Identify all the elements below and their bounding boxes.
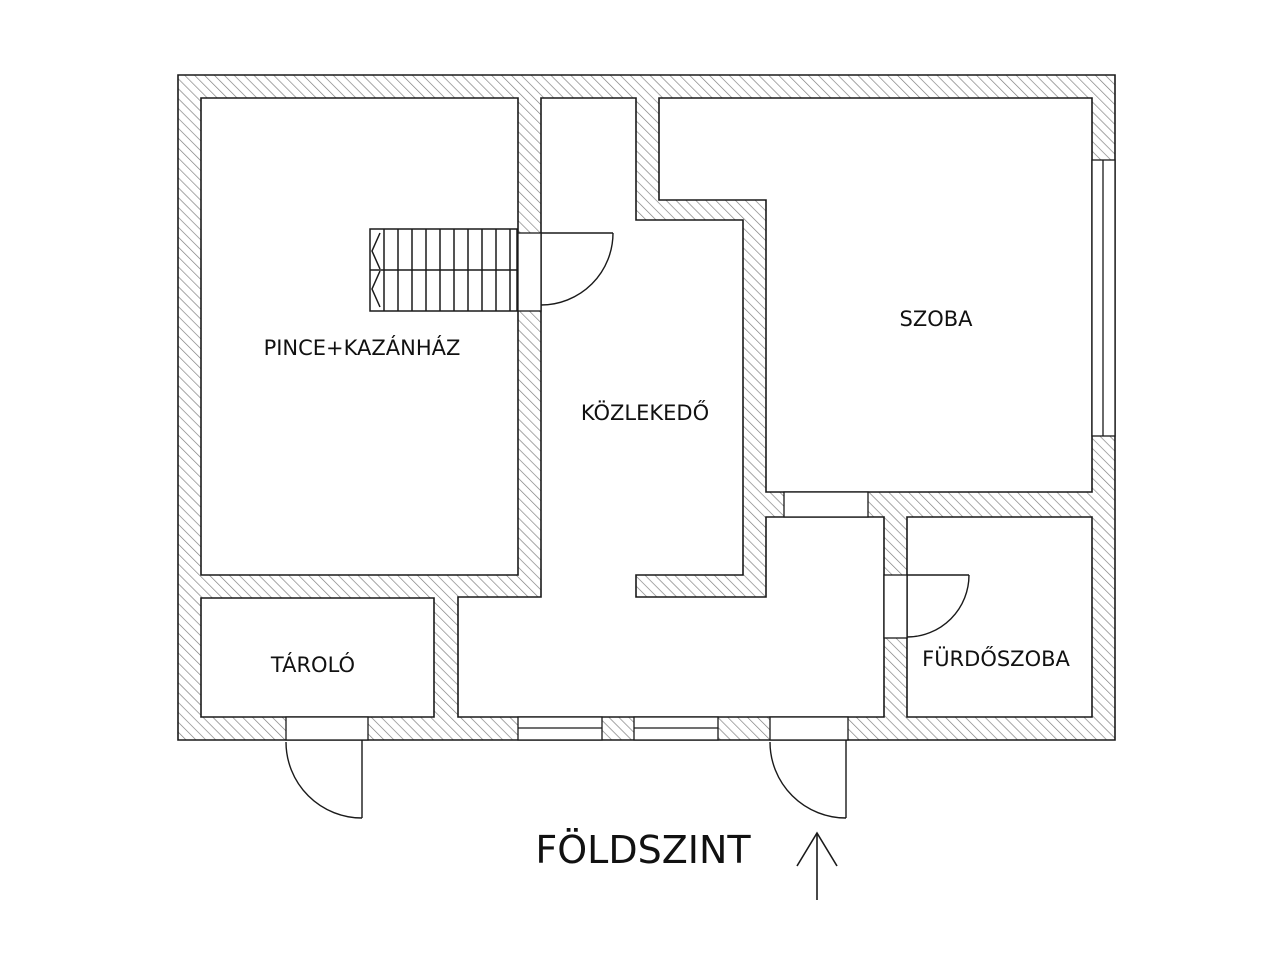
- door-swing-bath: [906, 574, 970, 638]
- opening-tarolo-door: [285, 716, 369, 741]
- opening-bath-door: [883, 574, 908, 639]
- door-swing-stair: [540, 232, 614, 306]
- opening-stair-door: [517, 232, 542, 312]
- room-label-tarolo: TÁROLÓ: [270, 652, 355, 677]
- room-label-kozlekedo: KÖZLEKEDŐ: [581, 400, 709, 425]
- stair: [369, 228, 518, 312]
- north-arrow-icon: [796, 831, 838, 900]
- door-swings: [285, 232, 970, 819]
- walls: [177, 74, 1116, 741]
- room-label-pince: PINCE+KAZÁNHÁZ: [264, 335, 461, 360]
- opening-szoba-door: [783, 491, 869, 518]
- wall-openings: [285, 232, 908, 741]
- room-label-furdoszoba: FÜRDŐSZOBA: [922, 646, 1070, 671]
- door-swing-entrance: [769, 740, 847, 819]
- windows: [517, 159, 1116, 741]
- room-label-szoba: SZOBA: [899, 307, 973, 331]
- floor-title: FÖLDSZINT: [535, 828, 751, 872]
- door-swing-tarolo: [285, 740, 363, 819]
- opening-entrance-door: [769, 716, 849, 741]
